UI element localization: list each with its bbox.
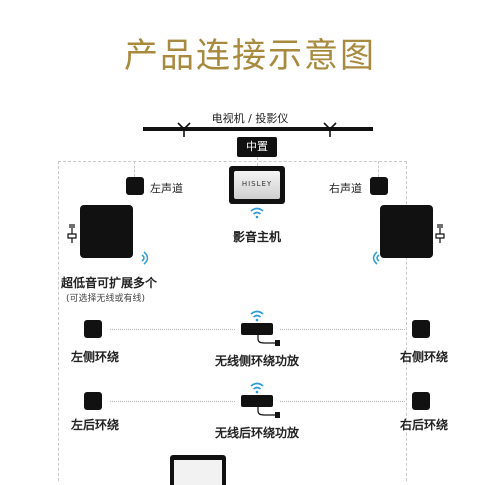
side-left-link — [110, 329, 235, 330]
rear-amp-cable-icon — [257, 406, 280, 418]
frame-top-line — [58, 161, 407, 162]
receiver-wireless-icon — [250, 207, 264, 219]
receiver-brand: HISLEY — [241, 180, 273, 188]
side-amp-wireless-icon — [250, 310, 264, 322]
rear-left-label: 左后环绕 — [71, 418, 120, 432]
left-sub-plug-icon — [67, 224, 77, 243]
tv-stand-right-icon — [323, 122, 337, 137]
side-amp-label: 无线侧环绕功放 — [214, 354, 299, 368]
side-right-speaker — [412, 320, 430, 338]
left-front-connector — [134, 161, 135, 177]
right-front-label: 右声道 — [329, 182, 362, 195]
left-front-speaker — [126, 177, 144, 195]
right-sub-plug-icon — [435, 224, 445, 243]
rear-left-link — [110, 401, 235, 402]
frame-right-line — [406, 161, 407, 481]
rear-right-speaker — [412, 392, 430, 410]
right-front-speaker — [370, 177, 388, 195]
side-right-link — [280, 329, 405, 330]
left-subwoofer — [80, 205, 133, 258]
right-subwoofer — [380, 205, 433, 258]
side-amp-cable-icon — [257, 334, 280, 346]
rear-amp-wireless-icon — [250, 382, 264, 394]
side-left-label: 左侧环绕 — [71, 350, 120, 364]
receiver-unit: HISLEY — [229, 166, 285, 204]
rear-left-speaker — [84, 392, 102, 410]
host-label: 影音主机 — [232, 230, 281, 244]
rear-right-link — [280, 401, 405, 402]
side-left-speaker — [84, 320, 102, 338]
side-amp-unit — [241, 323, 273, 335]
bottom-device — [170, 455, 226, 485]
rear-amp-unit — [241, 395, 273, 407]
frame-left-line — [58, 161, 59, 481]
left-sub-wireless-icon — [141, 251, 149, 265]
tv-bar — [143, 127, 373, 131]
tv-stand-left-icon — [177, 122, 191, 137]
rear-right-label: 右后环绕 — [400, 418, 449, 432]
page-title: 产品连接示意图 — [124, 36, 376, 76]
side-right-label: 右侧环绕 — [400, 350, 449, 364]
center-channel-badge: 中置 — [237, 137, 277, 157]
left-front-label: 左声道 — [150, 182, 183, 195]
right-sub-wireless-icon — [372, 251, 380, 265]
subwoofer-label: 超低音可扩展多个 — [61, 276, 158, 290]
subwoofer-note: (可选择无线或有线) — [66, 294, 146, 304]
rear-amp-label: 无线后环绕功放 — [214, 426, 299, 440]
right-front-connector — [378, 161, 379, 177]
tv-label: 电视机 / 投影仪 — [211, 112, 289, 125]
